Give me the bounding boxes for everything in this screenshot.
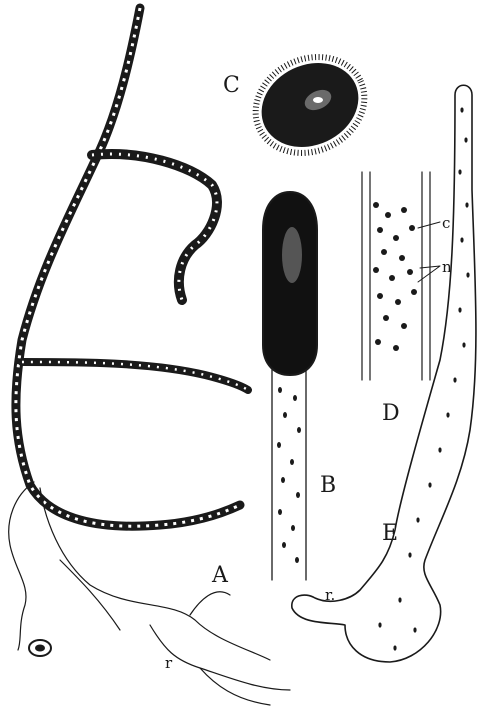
- figure-b-sporangium: [263, 192, 317, 580]
- figure-e-filament: [292, 85, 476, 662]
- label-a: A: [211, 563, 229, 588]
- small-spore: [29, 640, 51, 656]
- figure-c-spore: [240, 40, 380, 171]
- label-b: B: [320, 473, 336, 498]
- label-c-small: c: [442, 214, 450, 232]
- figure-a-filament: [16, 8, 248, 526]
- label-d: D: [382, 401, 400, 426]
- figure-d-cell-section: [362, 172, 440, 380]
- figure-a-rhizoids: [9, 482, 290, 705]
- label-r-e: r.: [325, 586, 335, 604]
- label-r-a: r: [165, 654, 173, 672]
- label-e: E: [382, 521, 398, 546]
- label-n: n: [442, 258, 452, 276]
- label-c: C: [223, 73, 240, 98]
